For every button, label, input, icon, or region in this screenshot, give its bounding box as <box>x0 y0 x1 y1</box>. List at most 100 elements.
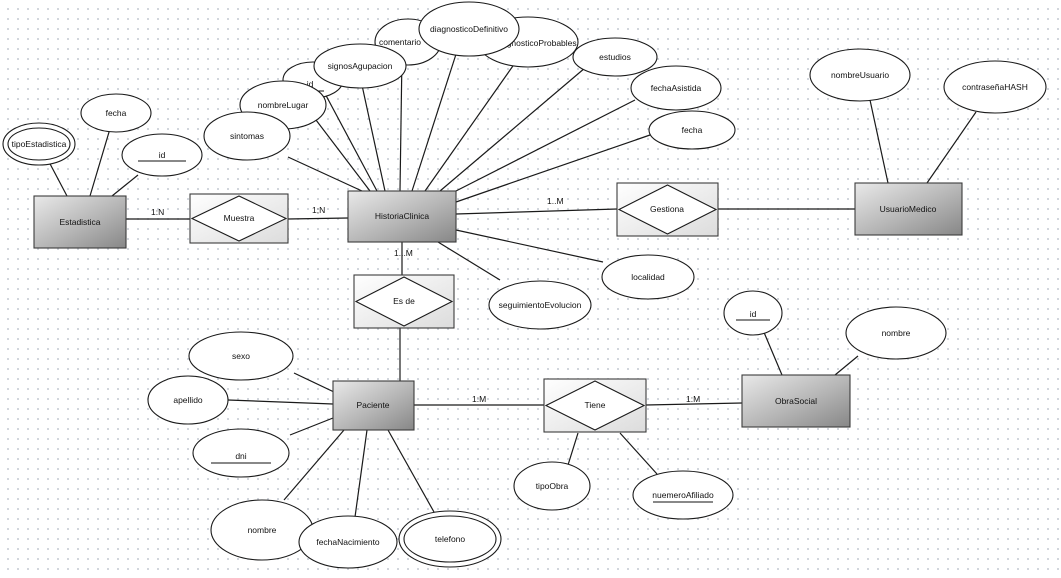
cardinality-historia-esde: 1...M <box>394 248 413 258</box>
cardinality-historia-muestra: 1;N <box>312 205 325 215</box>
attr-localidad-label: localidad <box>631 272 665 282</box>
cardinality-historia-gestiona: 1..M <box>547 196 564 206</box>
entity-obra-social-label: ObraSocial <box>775 396 817 406</box>
edge-diagnosticoProbables <box>424 62 516 192</box>
edge-signos <box>359 75 386 192</box>
attr-nombreLugar-label: nombreLugar <box>258 100 309 110</box>
attr-apellido-label: apellido <box>173 395 203 405</box>
attr-fecha-estadistica-label: fecha <box>106 108 127 118</box>
entity-usuario-medico[interactable]: UsuarioMedico <box>854 182 963 236</box>
attr-sexo[interactable]: sexo <box>188 331 294 381</box>
relationship-es-de-label: Es de <box>393 296 415 306</box>
attr-nuemeroAfiliado[interactable]: nuemeroAfiliado <box>632 470 734 520</box>
edge-estudios <box>439 61 593 192</box>
attr-id-estadistica[interactable]: id <box>121 133 203 177</box>
relationship-gestiona-label: Gestiona <box>650 204 684 214</box>
attr-estudios-label: estudios <box>599 52 631 62</box>
relationship-muestra-label: Muestra <box>224 213 255 223</box>
edge-localidad <box>455 229 604 263</box>
edge-id-historia <box>321 87 378 192</box>
edge-nombreUsuario <box>869 99 889 184</box>
cardinality-estadistica-muestra: 1:N <box>151 207 164 217</box>
attr-sintomas-label: sintomas <box>230 131 264 141</box>
attr-fechaNacimiento[interactable]: fechaNacimiento <box>298 515 398 569</box>
attr-nombreUsuario-label: nombreUsuario <box>831 70 889 80</box>
edge-contrasena <box>926 111 977 184</box>
edge-id-obra <box>762 329 783 376</box>
edge-fechaNacimiento <box>354 429 368 518</box>
edge-telefono <box>387 429 435 513</box>
edge-diagnosticoDefinitivo <box>411 47 459 192</box>
attr-telefono[interactable]: telefono <box>398 510 502 568</box>
attr-diagnosticoProbables-label: diagnosticoProbables <box>495 38 576 48</box>
relationship-muestra[interactable]: Muestra <box>189 193 289 244</box>
attr-diagnosticoDefinitivo[interactable]: diagnosticoDefinitivo <box>418 1 520 57</box>
edge-muestra-historia <box>287 217 349 220</box>
attr-fecha-estadistica[interactable]: fecha <box>80 93 152 133</box>
edge-nombre-paciente <box>283 429 345 501</box>
edge-nombre-obra <box>834 355 859 376</box>
attr-seguimientoEvolucion-label: seguimientoEvolucion <box>499 300 582 310</box>
attr-localidad[interactable]: localidad <box>601 254 695 300</box>
edge-dni <box>289 417 334 436</box>
relationship-tiene-label: Tiene <box>585 400 606 410</box>
attr-tipoObra[interactable]: tipoObra <box>513 461 591 511</box>
attr-fechaAsistida-label: fechaAsistida <box>651 83 702 93</box>
edge-seguimiento <box>437 241 501 281</box>
attr-fecha-historia[interactable]: fecha <box>648 110 736 150</box>
edge-fecha-estadistica <box>89 121 113 197</box>
entity-historia-clinica-label: HistoriaClinica <box>375 211 430 221</box>
entity-paciente-label: Paciente <box>356 400 389 410</box>
attr-nombre-obra-label: nombre <box>882 328 911 338</box>
edge-tipoEstadistica <box>47 159 68 197</box>
relationships: Muestra Gestiona Es de Tiene <box>189 182 719 433</box>
attr-sintomas[interactable]: sintomas <box>203 111 291 161</box>
attr-tipoObra-label: tipoObra <box>536 481 569 491</box>
edge-apellido <box>227 399 334 405</box>
edge-tiene-obra <box>645 402 743 406</box>
attr-tipoEstadistica[interactable]: tipoEstadistica <box>2 122 76 166</box>
entity-obra-social[interactable]: ObraSocial <box>741 374 851 428</box>
attr-nuemeroAfiliado-label: nuemeroAfiliado <box>652 490 714 500</box>
entity-paciente[interactable]: Paciente <box>332 380 415 431</box>
edge-tipoObra <box>567 432 579 466</box>
cardinality-obra-tiene: 1:M <box>686 394 700 404</box>
attr-signosAgupacion-label: signosAgupacion <box>328 61 393 71</box>
attr-id-obra-label: id <box>750 309 757 319</box>
attr-dni-label: dni <box>235 451 246 461</box>
connector-lines <box>47 47 977 518</box>
attr-nombre-paciente-label: nombre <box>248 525 277 535</box>
attr-fecha-historia-label: fecha <box>682 125 703 135</box>
attr-nombreUsuario[interactable]: nombreUsuario <box>809 48 911 102</box>
attr-estudios[interactable]: estudios <box>572 37 658 77</box>
edge-nuemeroAfiliado <box>619 432 658 475</box>
attr-signosAgupacion[interactable]: signosAgupacion <box>313 43 407 89</box>
attr-dni[interactable]: dni <box>192 428 290 478</box>
attr-nombre-obra[interactable]: nombre <box>845 306 947 360</box>
attr-tipoEstadistica-label: tipoEstadistica <box>12 139 67 149</box>
attr-seguimientoEvolucion[interactable]: seguimientoEvolucion <box>488 280 592 330</box>
attr-id-estadistica-label: id <box>159 150 166 160</box>
attr-fechaAsistida[interactable]: fechaAsistida <box>630 65 722 111</box>
attr-apellido[interactable]: apellido <box>147 375 229 425</box>
edge-historia-gestiona <box>455 208 618 215</box>
attr-comentario-label: comentario <box>379 37 421 47</box>
attr-contrasenaHASH[interactable]: contraseñaHASH <box>943 60 1047 114</box>
attr-nombre-paciente[interactable]: nombre <box>210 499 314 561</box>
edge-sexo <box>293 372 335 393</box>
entity-historia-clinica[interactable]: HistoriaClinica <box>347 190 457 243</box>
attr-telefono-label: telefono <box>435 534 466 544</box>
attr-id-obra[interactable]: id <box>723 290 783 336</box>
entity-estadistica[interactable]: Estadistica <box>33 195 127 249</box>
attr-sexo-label: sexo <box>232 351 250 361</box>
relationship-gestiona[interactable]: Gestiona <box>616 182 719 237</box>
relationship-es-de[interactable]: Es de <box>353 274 455 329</box>
cardinality-labels: 1:N 1;N 1..M 1...M 1:M 1:M <box>151 196 700 404</box>
relationship-tiene[interactable]: Tiene <box>543 378 647 433</box>
attr-diagnosticoDefinitivo-label: diagnosticoDefinitivo <box>430 24 508 34</box>
attr-fechaNacimiento-label: fechaNacimiento <box>316 537 380 547</box>
edge-nombreLugar <box>315 119 371 192</box>
entity-usuario-medico-label: UsuarioMedico <box>880 204 937 214</box>
entity-estadistica-label: Estadistica <box>59 217 100 227</box>
